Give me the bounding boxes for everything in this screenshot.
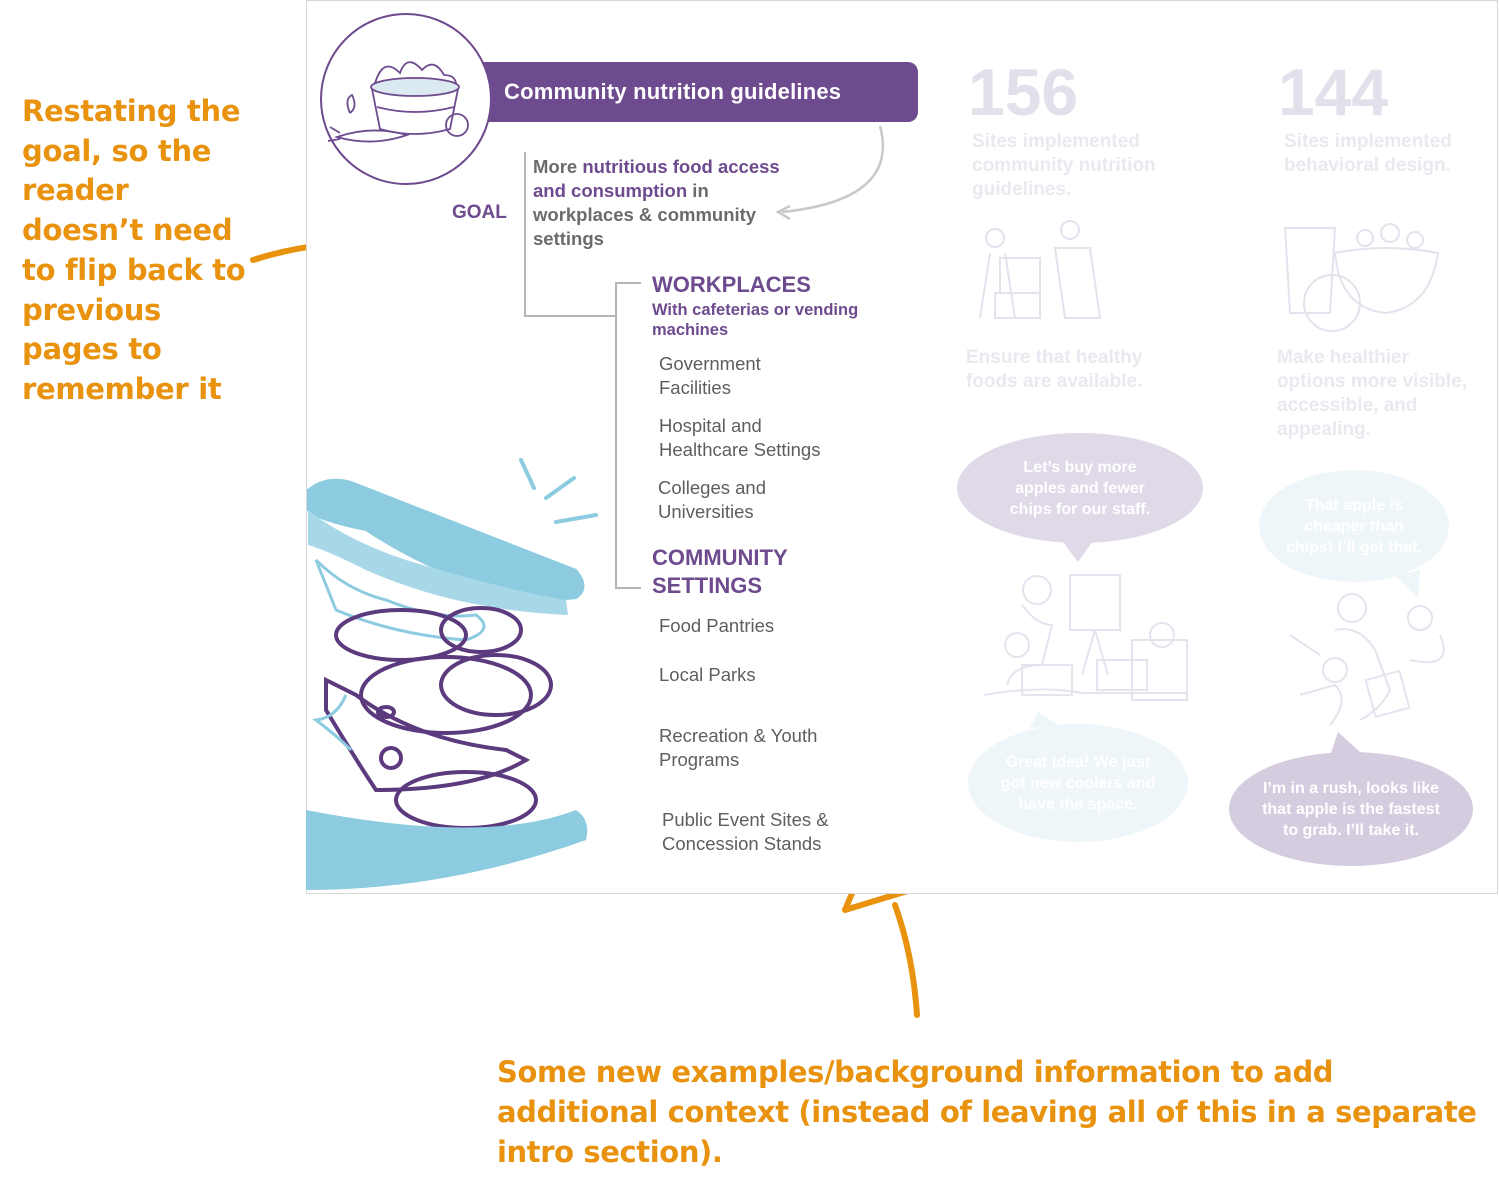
annotation-new-examples: Some new examples/background information… <box>497 1055 1477 1169</box>
stat-number: 156 <box>968 55 1079 129</box>
workplace-item: Colleges and Universities <box>658 477 766 522</box>
speech-bubble: I’m in a rush, looks like that apple is … <box>1229 752 1473 866</box>
tree-connectors <box>524 125 885 589</box>
community-item: Local Parks <box>659 664 756 685</box>
workplaces-subheading: With cafeterias or vending machines <box>652 301 859 339</box>
meeting-illustration <box>983 574 1188 701</box>
annotation-goal-restated: Restating the goal, so the reader doesn’… <box>22 94 246 406</box>
community-item: Public Event Sites & Concession Stands <box>662 809 829 854</box>
stat-description: Sites implemented behavioral design. <box>1284 131 1452 176</box>
goal-text-highlight: nutritious food access and consumption <box>533 156 780 201</box>
stat-action: Ensure that healthy foods are available. <box>966 347 1143 392</box>
community-heading-line2: SETTINGS <box>652 573 763 598</box>
workplaces-heading: WORKPLACES <box>652 272 811 297</box>
community-heading: COMMUNITY SETTINGS <box>652 544 788 600</box>
water-and-salad-icon <box>1283 223 1440 332</box>
workers-stocking-food-icon <box>979 220 1102 319</box>
goal-circle <box>320 13 492 185</box>
community-heading-line1: COMMUNITY <box>652 545 788 570</box>
produce-basket-icon <box>327 61 469 143</box>
goal-text-suffix: in workplaces & community settings <box>533 180 757 249</box>
workplace-item: Government Facilities <box>659 353 761 398</box>
speech-bubble: Let’s buy more apples and fewer chips fo… <box>957 433 1203 543</box>
sandwich-illustration <box>306 458 598 890</box>
speech-bubble-tails <box>1030 538 1420 756</box>
workplace-item: Hospital and Healthcare Settings <box>659 415 821 460</box>
shoppers-illustration <box>1289 593 1445 726</box>
community-item: Food Pantries <box>659 615 775 636</box>
speech-bubble: Great idea! We just got new coolers and … <box>968 724 1188 842</box>
section-title-bar: Community nutrition guidelines <box>480 62 918 122</box>
community-item: Recreation & Youth Programs <box>659 725 818 770</box>
goal-text: More nutritious food access and consumpt… <box>533 155 793 251</box>
goal-label: GOAL <box>452 202 507 223</box>
speech-bubble: That apple is cheaper than chips! I’ll g… <box>1259 470 1449 582</box>
infographic-panel <box>306 0 1498 894</box>
stat-action: Make healthier options more visible, acc… <box>1277 347 1468 440</box>
stat-description: Sites implemented community nutrition gu… <box>972 131 1156 200</box>
stat-number: 144 <box>1278 55 1389 129</box>
goal-text-prefix: More <box>533 156 583 177</box>
